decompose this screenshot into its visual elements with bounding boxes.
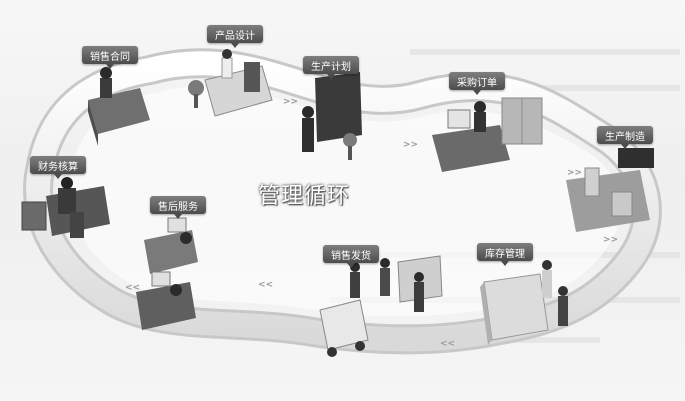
flow-arrow-7: << — [125, 283, 140, 293]
node-purchase-order: 采购订单 — [449, 72, 505, 95]
node-inventory-management: 库存管理 — [477, 243, 533, 266]
sales-delivery-scene — [319, 255, 443, 357]
flow-arrow-4: >> — [603, 235, 618, 245]
sales-contract-scene — [88, 67, 150, 146]
purchase-order-scene — [432, 97, 543, 172]
node-financial-accounting: 财务核算 — [30, 156, 86, 179]
flow-arrow-1: >> — [283, 97, 298, 107]
node-production-plan: 生产计划 — [303, 56, 359, 79]
financial-accounting-scene — [21, 177, 110, 238]
flow-arrow-5: << — [440, 339, 455, 349]
production-manufacturing-scene — [566, 148, 654, 232]
flow-arrow-6: << — [258, 280, 273, 290]
flow-arrow-3: >> — [567, 168, 582, 178]
node-sales-delivery: 销售发货 — [323, 245, 379, 268]
after-sales-service-scene — [136, 217, 198, 330]
center-title: 管理循环 — [258, 184, 351, 209]
node-after-sales-service: 售后服务 — [150, 196, 206, 219]
product-design-scene — [188, 49, 273, 117]
flow-arrow-2: >> — [403, 140, 418, 150]
production-plan-scene — [302, 72, 362, 160]
inventory-management-scene — [480, 260, 568, 345]
node-production-manufacturing: 生产制造 — [597, 126, 653, 149]
node-sales-contract: 销售合同 — [82, 46, 138, 69]
node-product-design: 产品设计 — [207, 25, 263, 48]
